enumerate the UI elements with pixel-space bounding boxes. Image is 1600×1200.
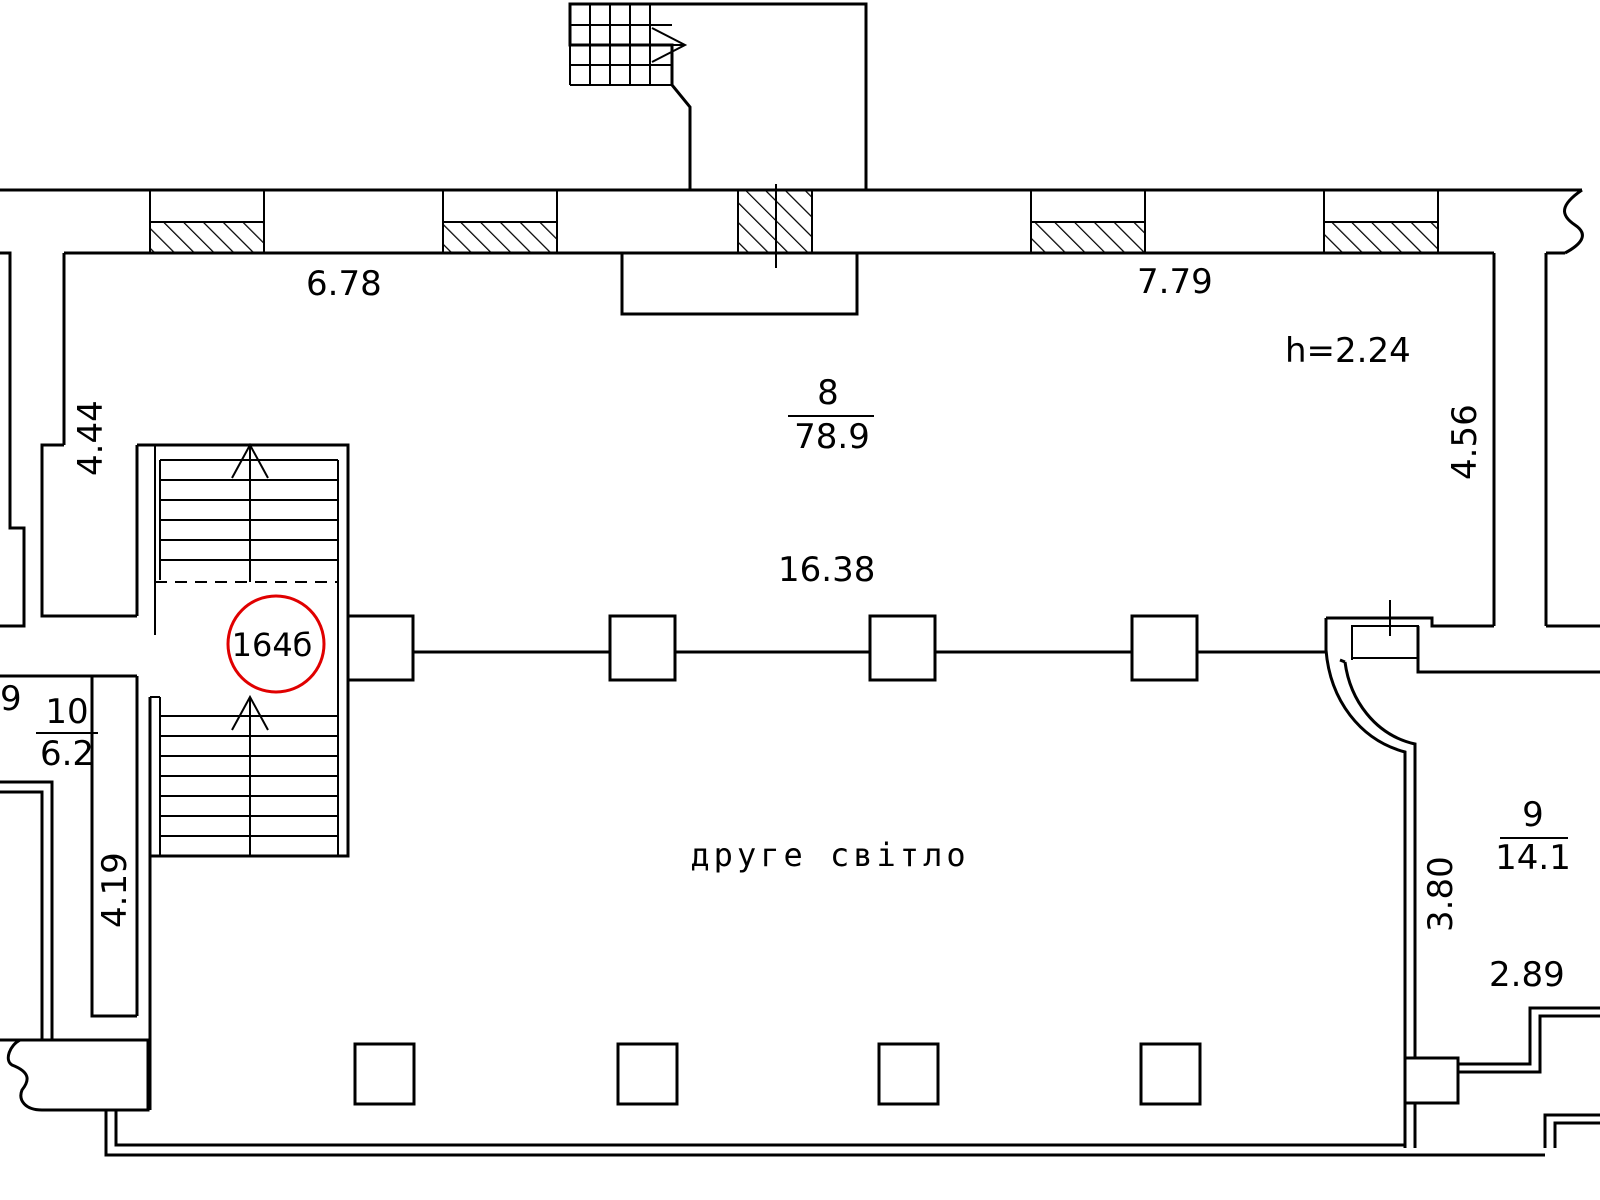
dimension-top-left: 6.78 [306,264,382,304]
column [616,1042,679,1106]
bottom-columns [353,1042,1202,1106]
room-number: 8 [817,373,839,413]
bottom-wall [104,1110,1545,1157]
room-label-10: 10 6.2 [36,692,98,774]
room-area: 78.9 [794,417,870,457]
left-walls [0,251,150,1112]
column [868,614,937,682]
dimension-top-right: 7.79 [1137,262,1213,302]
marker-label: 164б [232,626,313,664]
dimension-center: 16.38 [778,550,875,590]
main-staircase [135,442,350,1110]
column [1130,614,1199,682]
room-area: 14.1 [1495,838,1571,878]
dimension-right-upper: 4.56 [1445,404,1485,480]
marker-circle [226,594,326,694]
column [353,1042,416,1106]
column-row [346,614,1326,682]
dimension-left-lower: 4.19 [95,852,135,928]
column [1139,1042,1202,1106]
room-label-8: 8 78.9 [788,373,874,457]
top-stair-treads [569,4,688,86]
column [608,614,677,682]
room-number: 9 [1522,795,1544,835]
dimension-bottom-right: 2.89 [1489,955,1565,995]
room-number: 10 [45,692,88,732]
double-height-note: друге світло [690,836,969,874]
right-walls [1324,600,1600,1148]
column [877,1042,940,1106]
window-openings [149,184,1439,268]
dimension-right-lower: 3.80 [1421,856,1461,932]
room-marker: 164б [226,594,326,694]
top-stair-annex [568,2,868,190]
room-label-9: 9 14.1 [1495,795,1571,878]
dimension-left-upper: 4.44 [71,400,111,476]
wall-niche [620,251,859,316]
column [346,614,415,682]
ceiling-height: h=2.24 [1285,331,1411,371]
dimension-edge-left: 9 [0,679,22,719]
room-area: 6.2 [40,734,94,774]
